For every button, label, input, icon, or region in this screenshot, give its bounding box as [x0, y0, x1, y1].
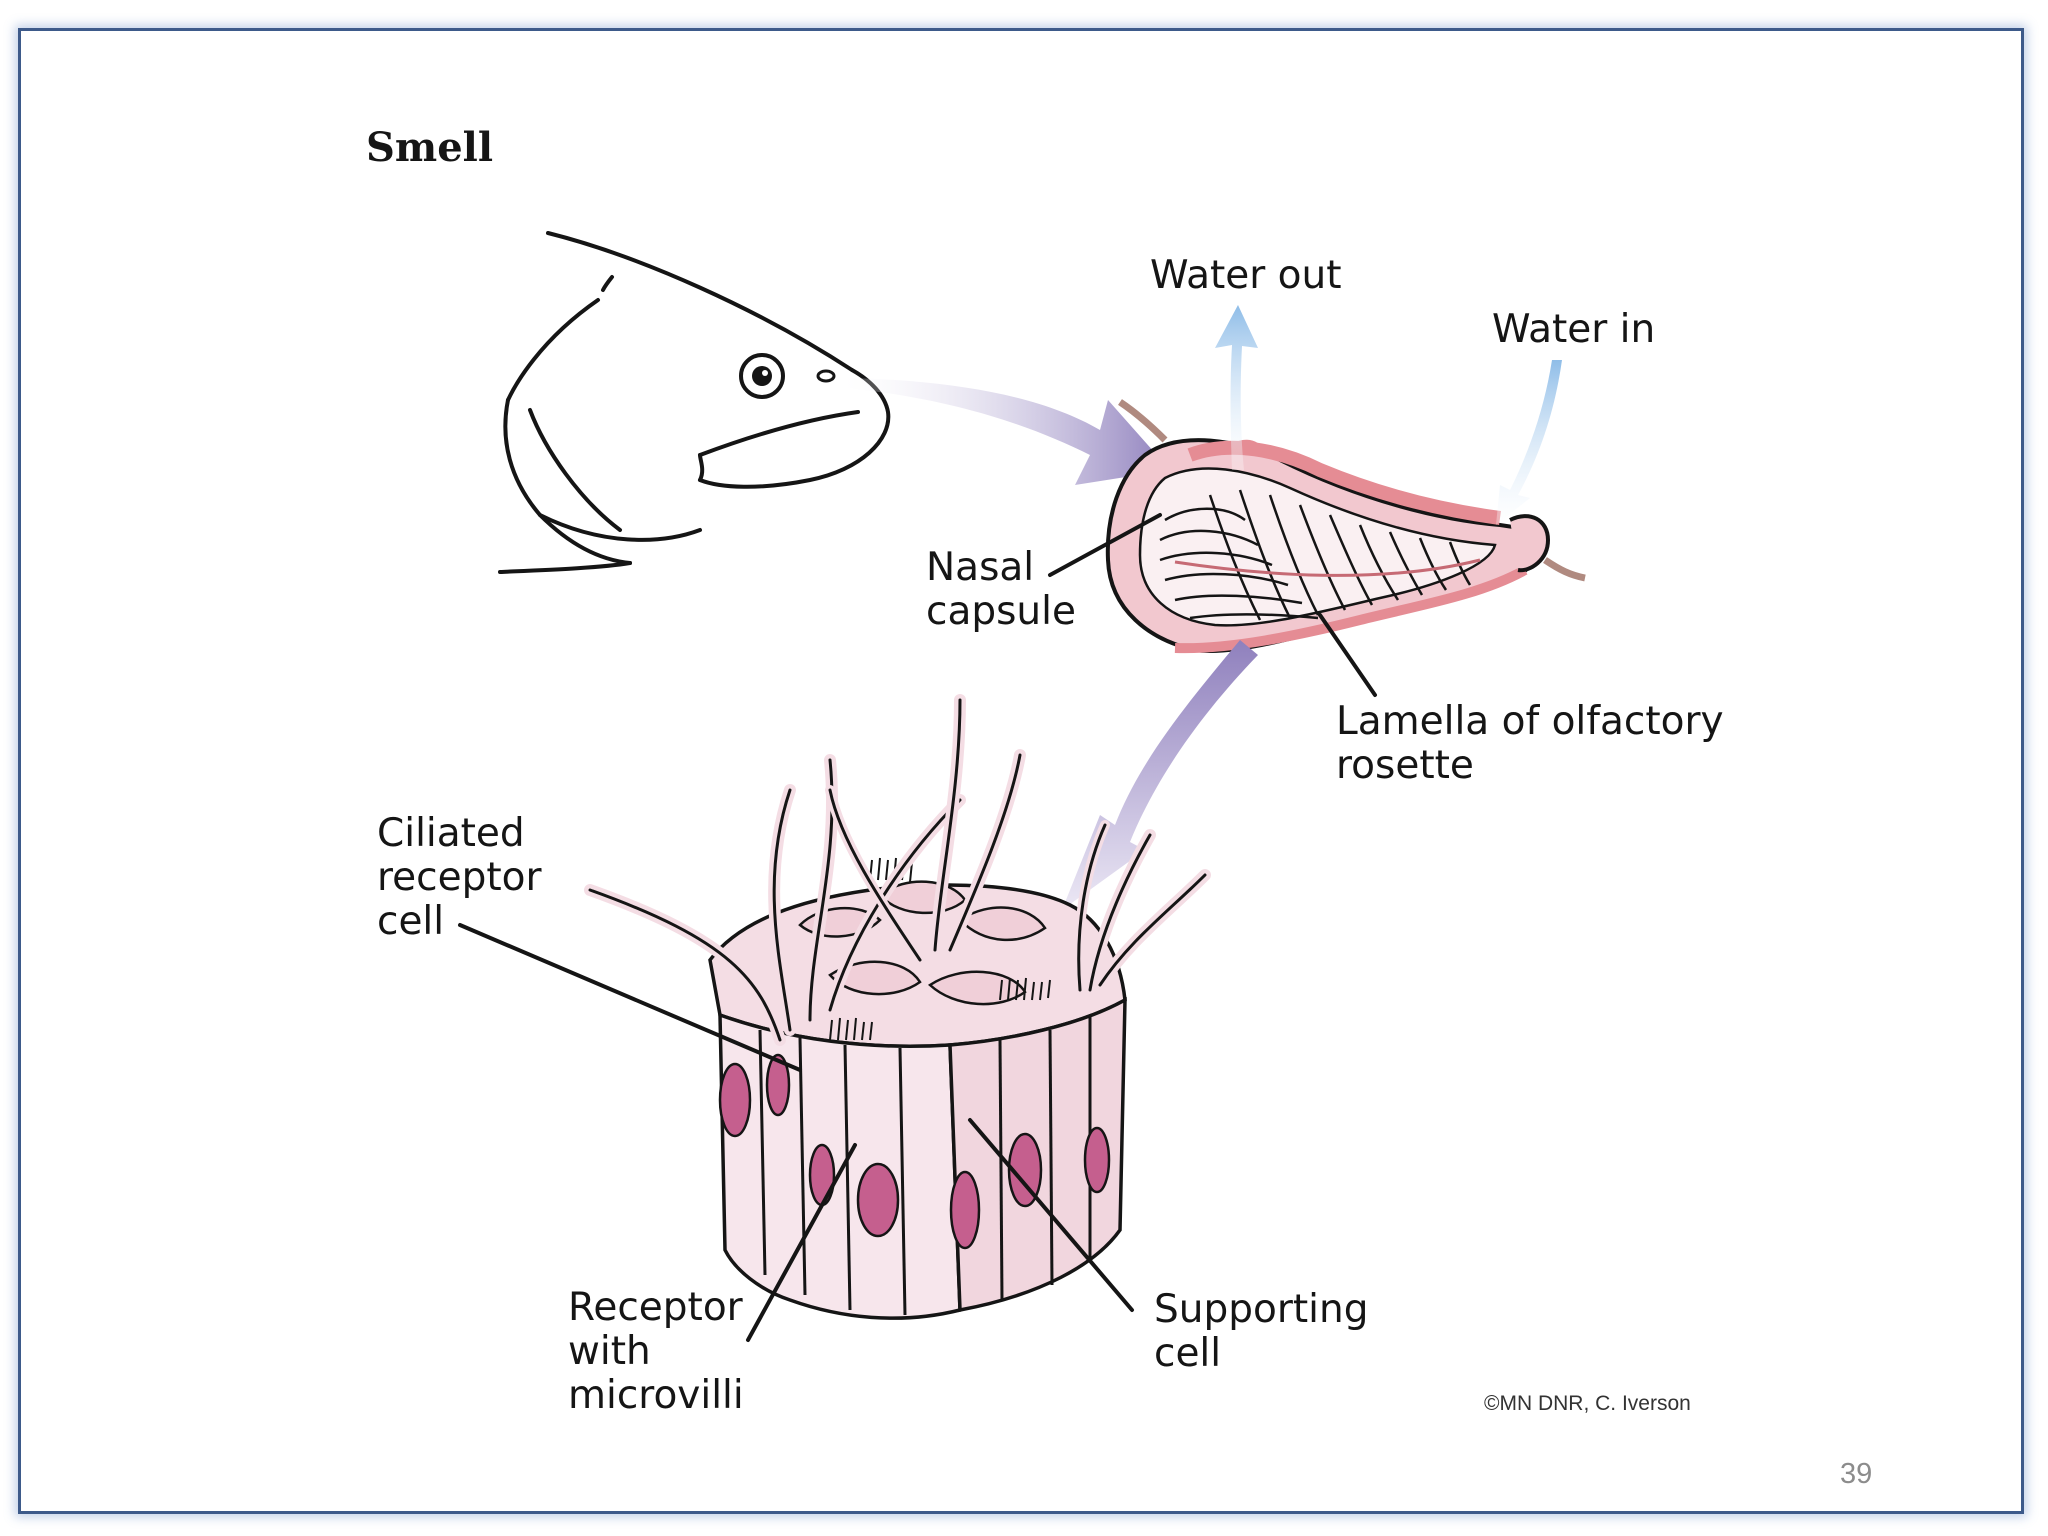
nucleus: [856, 1162, 900, 1238]
leader-supporting-cell: [968, 1118, 1134, 1312]
nucleus: [718, 1062, 752, 1138]
label-supporting-cell: Supporting cell: [1154, 1287, 1369, 1376]
nucleus: [1083, 1126, 1111, 1194]
nucleus: [808, 1143, 836, 1207]
label-water-out: Water out: [1150, 253, 1342, 298]
nasal-capsule: [1105, 399, 1586, 654]
nucleus: [1007, 1132, 1043, 1208]
label-ciliated-receptor-cell: Ciliated receptor cell: [377, 811, 542, 944]
leader-ciliated-receptor: [458, 923, 802, 1072]
fish-nostril-icon: [816, 369, 836, 383]
flow-arrow-to-capsule: [845, 378, 1170, 485]
label-receptor-with-microvilli: Receptor with microvilli: [568, 1285, 744, 1418]
olfactory-rosette-lamellae: [1159, 489, 1481, 621]
slide-title: Smell: [366, 124, 494, 171]
water-out-arrow: [1215, 305, 1258, 470]
leader-receptor-microvilli: [746, 1143, 857, 1342]
label-nasal-capsule: Nasal capsule: [926, 545, 1076, 634]
label-water-in: Water in: [1492, 307, 1656, 352]
leader-lines: [458, 513, 1377, 1342]
water-in-arrow: [1496, 360, 1562, 525]
leader-nasal-capsule: [1048, 513, 1162, 577]
fish-head: [498, 231, 891, 574]
fish-eye-icon: [739, 353, 785, 399]
leader-lamella: [1318, 613, 1377, 697]
page-number: 39: [1840, 1458, 1873, 1490]
nucleus: [949, 1170, 981, 1250]
copyright-notice: ©MN DNR, C. Iverson: [1484, 1392, 1691, 1415]
label-lamella-olfactory-rosette: Lamella of olfactory rosette: [1336, 699, 1724, 788]
olfactory-epithelium-block: [584, 694, 1211, 1320]
flow-arrow-to-tissue: [1062, 640, 1258, 910]
nucleus: [765, 1053, 791, 1117]
